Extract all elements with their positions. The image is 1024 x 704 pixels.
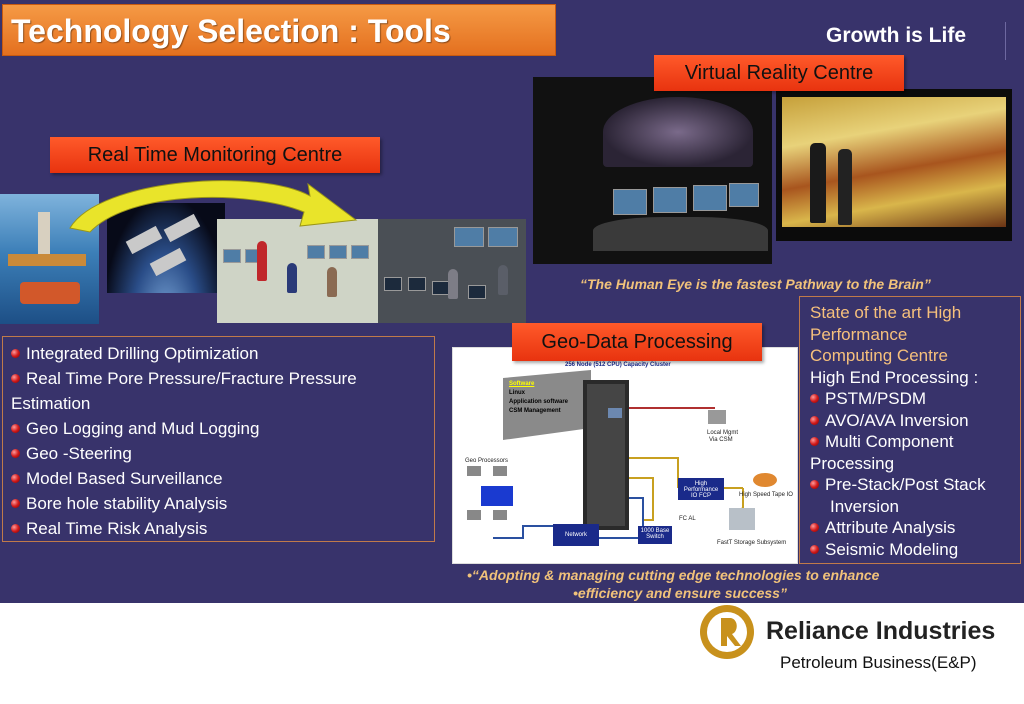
reliance-logo-icon: [700, 605, 754, 659]
real-time-monitoring-label: Real Time Monitoring Centre: [50, 137, 380, 173]
bullet-icon: [810, 437, 819, 446]
list-item: Geo Logging and Mud Logging: [11, 416, 434, 441]
list-item: Integrated Drilling Optimization: [11, 341, 434, 366]
list-item: AVO/AVA Inversion: [810, 410, 1020, 432]
network-box: Network: [553, 524, 599, 546]
list-item-continuation: Processing: [810, 453, 895, 473]
virtual-reality-label: Virtual Reality Centre: [654, 55, 904, 91]
slide-title: Technology Selection : Tools: [2, 4, 556, 56]
geo-processors-label: Geo Processors: [465, 458, 509, 464]
hpc-capabilities-list: State of the art High Performance Comput…: [799, 296, 1021, 564]
local-mgmt-label: Local Mgmt: [707, 430, 739, 436]
hpc-subheading: High End Processing :: [810, 367, 979, 387]
list-item: PSTM/PSDM: [810, 388, 1020, 410]
brain-quote: “The Human Eye is the fastest Pathway to…: [580, 276, 931, 292]
bullet-icon: [11, 524, 20, 533]
list-item: Seismic Modeling: [810, 539, 1020, 561]
adoption-quote-line-2: •efficiency and ensure success”: [573, 585, 787, 601]
list-item: Real Time Risk Analysis: [11, 516, 434, 541]
list-item: Pre-Stack/Post Stack: [810, 474, 1020, 496]
list-item-continuation: Estimation: [11, 394, 91, 413]
slide-background: Technology Selection : Tools Growth is L…: [0, 0, 1024, 603]
bullet-icon: [810, 523, 819, 532]
bullet-icon: [11, 449, 20, 458]
hpc-heading: State of the art High: [810, 303, 962, 322]
software-label: Software: [509, 381, 535, 387]
software-line: Application software: [509, 399, 569, 405]
company-name: Reliance Industries: [766, 617, 996, 645]
hpc-heading: Performance: [810, 324, 908, 344]
vr-room-photo: [533, 77, 772, 264]
adoption-quote-line-1: •“Adopting & managing cutting edge techn…: [467, 567, 880, 583]
control-room-photo-2: [378, 219, 526, 323]
bullet-icon: [11, 474, 20, 483]
local-mgmt-label: Via CSM: [709, 437, 733, 443]
bullet-icon: [810, 544, 819, 554]
storage-label: FastT Storage Subsystem: [717, 540, 787, 546]
tagline: Growth is Life: [826, 24, 967, 47]
bullet-icon: [810, 480, 819, 489]
list-item: Attribute Analysis: [810, 517, 1020, 539]
cluster-title: 256 Node (512 CPU) Capacity Cluster: [565, 362, 671, 368]
seismic-visualization-photo: [776, 89, 1012, 241]
software-line: Linux: [509, 390, 525, 396]
hpc-heading: Computing Centre: [810, 346, 948, 365]
fc-al-label: FC AL: [679, 516, 696, 522]
list-item: Bore hole stability Analysis: [11, 491, 434, 516]
software-line: CSM Management: [509, 408, 561, 414]
cluster-diagram-lines: [467, 370, 777, 539]
bullet-icon: [810, 415, 819, 425]
arrow-icon: [69, 180, 358, 233]
tape-io-label: High Speed Tape IO: [739, 492, 793, 498]
hpc-cluster-diagram: 256 Node (512 CPU) Capacity Cluster Soft…: [452, 347, 798, 564]
division-name: Petroleum Business(E&P): [780, 653, 977, 672]
control-room-photo-1: [217, 219, 378, 323]
satellite-photo: [107, 203, 225, 293]
bullet-icon: [11, 499, 20, 508]
list-item: Model Based Surveillance: [11, 466, 434, 491]
bullet-icon: [810, 394, 819, 403]
list-item: Multi Component: [810, 431, 1020, 453]
bullet-icon: [11, 349, 20, 358]
list-item: Geo -Steering: [11, 441, 434, 466]
real-time-capabilities-list: Integrated Drilling Optimization Real Ti…: [2, 336, 435, 542]
list-item-continuation: Inversion: [830, 496, 899, 516]
bullet-icon: [11, 374, 20, 383]
list-item: Real Time Pore Pressure/Fracture Pressur…: [11, 366, 434, 391]
bullet-icon: [11, 424, 20, 433]
geo-data-processing-label: Geo-Data Processing: [512, 323, 762, 361]
tagline-divider: [1005, 22, 1006, 60]
